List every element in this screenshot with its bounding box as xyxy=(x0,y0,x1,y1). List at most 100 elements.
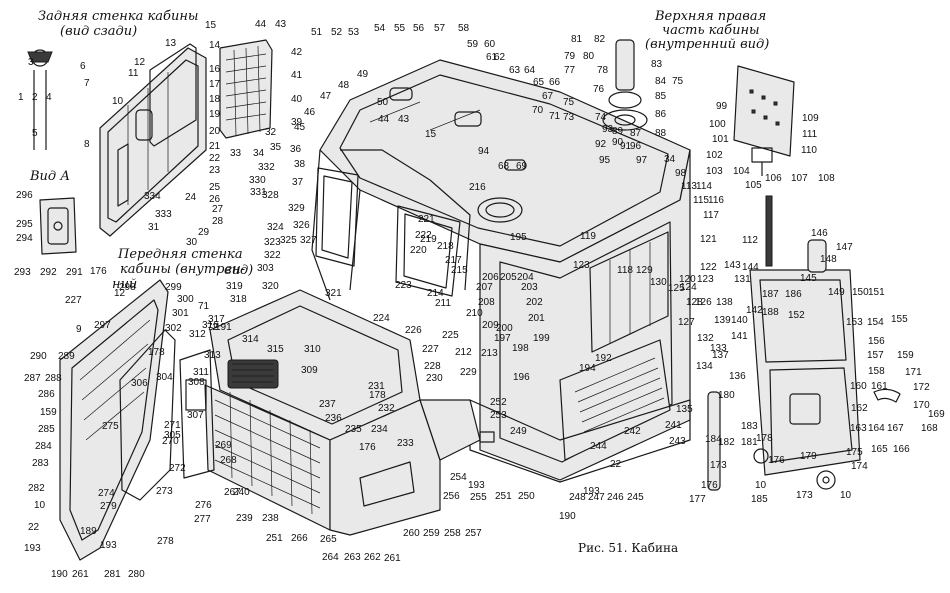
part-callout-label: 16 xyxy=(209,64,221,75)
part-callout-label: 173 xyxy=(710,460,727,471)
part-callout-label: 184 xyxy=(705,434,722,445)
part-callout-label: 304 xyxy=(156,372,173,383)
part-callout-label: 158 xyxy=(868,366,885,377)
part-callout-label: 286 xyxy=(38,389,55,400)
part-callout-label: 318 xyxy=(230,294,247,305)
part-callout-label: 170 xyxy=(913,400,930,411)
part-callout-label: 190 xyxy=(559,511,576,522)
part-callout-label: 251 xyxy=(495,491,512,502)
part-callout-label: 309 xyxy=(301,365,318,376)
part-callout-label: 278 xyxy=(157,536,174,547)
part-callout-label: 171 xyxy=(905,367,922,378)
caption-view-a: Вид А xyxy=(29,169,70,184)
part-callout-label: 136 xyxy=(729,371,746,382)
part-callout-label: 268 xyxy=(220,455,237,466)
caption-line: ний xyxy=(112,277,137,292)
part-callout-label: 2 xyxy=(32,92,38,103)
part-callout-label: 293 xyxy=(14,267,31,278)
part-callout-label: 215 xyxy=(451,265,468,276)
part-callout-label: 241 xyxy=(665,420,682,431)
rear-wall-assembly xyxy=(99,47,207,237)
part-callout-label: 209 xyxy=(482,320,499,331)
part-callout-label: 172 xyxy=(913,382,930,393)
part-callout-label: 195 xyxy=(510,232,527,243)
part-callout-label: 57 xyxy=(434,23,446,34)
part-callout-label: 331 xyxy=(250,187,267,198)
part-callout-label: 10 xyxy=(755,480,767,491)
part-callout-label: 107 xyxy=(791,173,808,184)
part-callout-label: 43 xyxy=(275,19,287,30)
part-callout-label: 77 xyxy=(564,65,576,76)
bolts-washers xyxy=(753,448,836,490)
part-callout-label: 10 xyxy=(840,490,852,501)
part-callout-label: 123 xyxy=(697,274,714,285)
part-callout-label: 143 xyxy=(724,260,741,271)
part-callout-label: 113 xyxy=(681,181,697,192)
part-callout-label: 133 xyxy=(710,343,727,354)
caption-line: Вид А xyxy=(29,169,70,184)
part-callout-label: 12 xyxy=(114,288,126,299)
part-callout-label: 78 xyxy=(597,65,609,76)
part-callout-label: 222 xyxy=(415,230,432,241)
part-callout-label: 26 xyxy=(209,194,221,205)
part-callout-label: 256 xyxy=(443,491,460,502)
part-callout-label: 56 xyxy=(413,23,425,34)
part-callout-label: 299 xyxy=(165,282,182,293)
part-callout-label: 197 xyxy=(494,333,511,344)
part-callout-label: 205 xyxy=(500,272,517,283)
caption-line: вид) xyxy=(224,263,253,278)
part-callout-label: 83 xyxy=(651,59,663,70)
part-callout-label: 218 xyxy=(437,241,454,252)
part-callout-label: 92 xyxy=(595,139,607,150)
part-callout-label: 322 xyxy=(264,250,281,261)
part-callout-label: 274 xyxy=(98,488,115,499)
part-callout-label: 17 xyxy=(209,79,221,90)
part-callout-label: 228 xyxy=(424,361,441,372)
part-callout-label: 157 xyxy=(867,350,884,361)
caption-line: часть кабины xyxy=(662,23,760,38)
part-callout-label: 147 xyxy=(836,242,853,253)
part-callout-label: 234 xyxy=(371,424,388,435)
part-callout-label: 270 xyxy=(162,436,179,447)
part-callout-label: 288 xyxy=(45,373,62,384)
part-callout-label: 326 xyxy=(293,220,310,231)
part-callout-label: 227 xyxy=(65,295,82,306)
part-callout-label: 291 xyxy=(66,267,83,278)
part-callout-label: 36 xyxy=(290,144,302,155)
part-callout-label: 22 xyxy=(28,522,40,533)
part-callout-label: 86 xyxy=(655,109,667,120)
part-callout-label: 319 xyxy=(226,281,243,292)
caption-line: Передняя стенка xyxy=(117,247,243,262)
view-a-panel xyxy=(39,197,77,255)
part-callout-label: 303 xyxy=(257,263,274,274)
part-callout-label: 179 xyxy=(800,451,817,462)
part-callout-label: 246 xyxy=(607,492,624,503)
part-callout-label: 102 xyxy=(706,150,723,161)
part-callout-label: 12 xyxy=(134,57,146,68)
part-callout-label: 5 xyxy=(32,128,38,139)
part-callout-label: 198 xyxy=(512,343,529,354)
part-callout-label: 247 xyxy=(588,492,605,503)
part-callout-label: 128 xyxy=(686,297,703,308)
part-callout-label: 28 xyxy=(212,216,224,227)
part-callout-label: 176 xyxy=(701,480,718,491)
part-callout-label: 185 xyxy=(751,494,768,505)
part-callout-label: 330 xyxy=(249,175,266,186)
part-callout-label: 91 xyxy=(620,141,632,152)
part-callout-label: 236 xyxy=(325,413,342,424)
part-callout-label: 287 xyxy=(24,373,41,384)
part-callout-label: 25 xyxy=(209,182,221,193)
part-callout-label: 306 xyxy=(131,378,148,389)
part-callout-label: 52 xyxy=(331,27,343,38)
part-callout-label: 138 xyxy=(716,297,733,308)
part-callout-label: 178 xyxy=(148,347,165,358)
part-callout-label: 159 xyxy=(40,407,57,418)
part-callout-label: 269 xyxy=(215,440,232,451)
part-callout-label: 4 xyxy=(46,92,52,103)
part-callout-label: 193 xyxy=(468,480,485,491)
part-callout-label: 165 xyxy=(871,444,888,455)
part-callout-label: 27 xyxy=(212,204,224,215)
caption-line: (вид сзади) xyxy=(60,24,137,39)
